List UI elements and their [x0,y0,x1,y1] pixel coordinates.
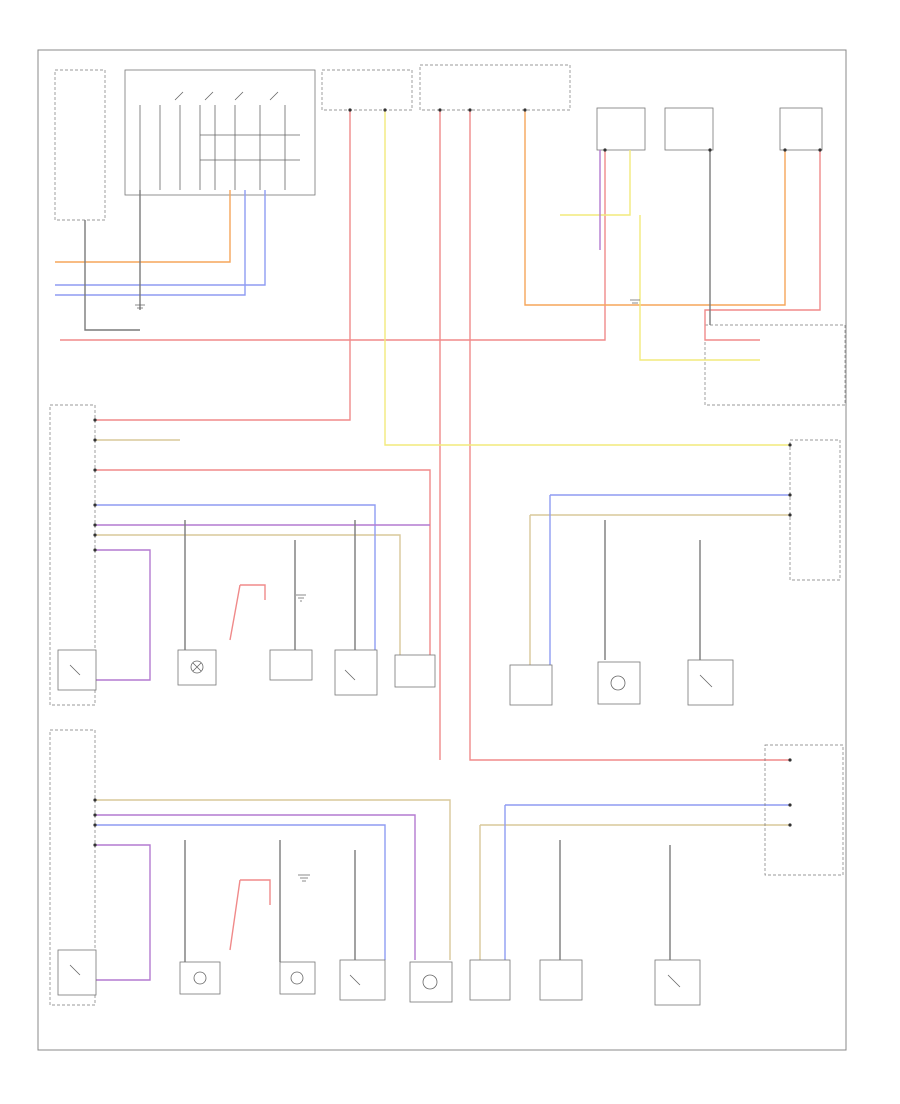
module-top-left [54,69,106,221]
wire-orange-5 [524,110,786,306]
connector-dot [93,843,97,847]
left-rear-lamp [509,664,553,706]
wire-tan-9 [95,534,401,660]
wire-red-27 [229,879,271,951]
left-window-switch [334,649,378,696]
left-door-module-lower [49,729,96,1006]
right-rear-switch [654,959,701,1006]
connector-dot [788,758,792,762]
fuse-panel-1 [321,69,413,111]
right-window-switch [339,959,386,1001]
wire-red-2 [439,110,790,761]
wire-layer [55,110,821,981]
connector-dot [438,108,442,112]
connector-dot [93,468,97,472]
connector-dot [788,823,792,827]
wire-tan-12 [95,799,451,960]
wire-blue-18 [504,804,790,960]
connector-dot [818,148,822,152]
connector-dot [93,798,97,802]
wire-red-0 [95,110,351,421]
diagram-frame [37,49,847,1051]
wire-gray-25 [184,840,671,962]
left-mirror-motor [269,649,313,681]
connector-dot [93,813,97,817]
connector-dot [788,443,792,447]
wire-yellow-8 [560,150,760,361]
wire-tan-13 [479,824,790,960]
wire-yellow-7 [384,110,790,446]
wire-violet-21 [95,150,601,960]
left-rear-switch [687,659,734,706]
wire-blue-16 [549,494,790,665]
connector-dot [468,108,472,112]
connector-dot [788,493,792,497]
right-rear-sensor [539,959,583,1001]
connector-dot [93,503,97,507]
fuse-panel-2 [419,64,571,111]
switch-module-frame [124,69,316,196]
top-switch-contacts [139,91,300,190]
connector-dot [93,438,97,442]
wire-violet-19 [95,549,151,681]
connector-dot [523,108,527,112]
left-rear-sensor [597,661,641,705]
connector-dots [93,108,822,847]
connector-dot [788,513,792,517]
left-control-switch-upper [57,649,97,691]
wire-red-4 [704,150,821,341]
connector-dot [93,523,97,527]
connector-dot [93,418,97,422]
ground-icons [135,299,640,882]
left-door-module-upper [49,404,96,706]
sensor-module-1 [596,107,646,151]
right-front-lamp [179,961,221,995]
wire-orange-6 [55,190,231,263]
wire-tan-11 [529,514,790,665]
wire-blue-15 [95,504,376,660]
left-window-motor [394,654,436,688]
right-door-module-lower [764,744,844,876]
right-window-motor [409,961,453,1003]
connector-dot [383,108,387,112]
right-mirror-motor [279,961,316,995]
connector-dot [603,148,607,152]
wire-gray-24 [184,520,701,660]
device-symbols [69,660,713,990]
wire-gray-23 [84,150,711,331]
wire-red-3 [95,469,431,660]
connector-dot [93,823,97,827]
right-door-module-upper [789,439,841,581]
wire-red-1 [60,150,606,341]
connector-dot [783,148,787,152]
wire-violet-20 [95,844,151,981]
connector-dot [93,533,97,537]
right-rear-lamp [469,959,511,1001]
connector-dot [348,108,352,112]
connector-dot [788,803,792,807]
sensor-module-3 [779,107,823,151]
sensor-module-2 [664,107,714,151]
wire-red-26 [229,584,266,641]
wire-blue-14 [55,190,266,296]
wire-blue-17 [95,824,386,960]
connector-dot [93,548,97,552]
right-junction-box [704,324,846,406]
connector-dot [708,148,712,152]
